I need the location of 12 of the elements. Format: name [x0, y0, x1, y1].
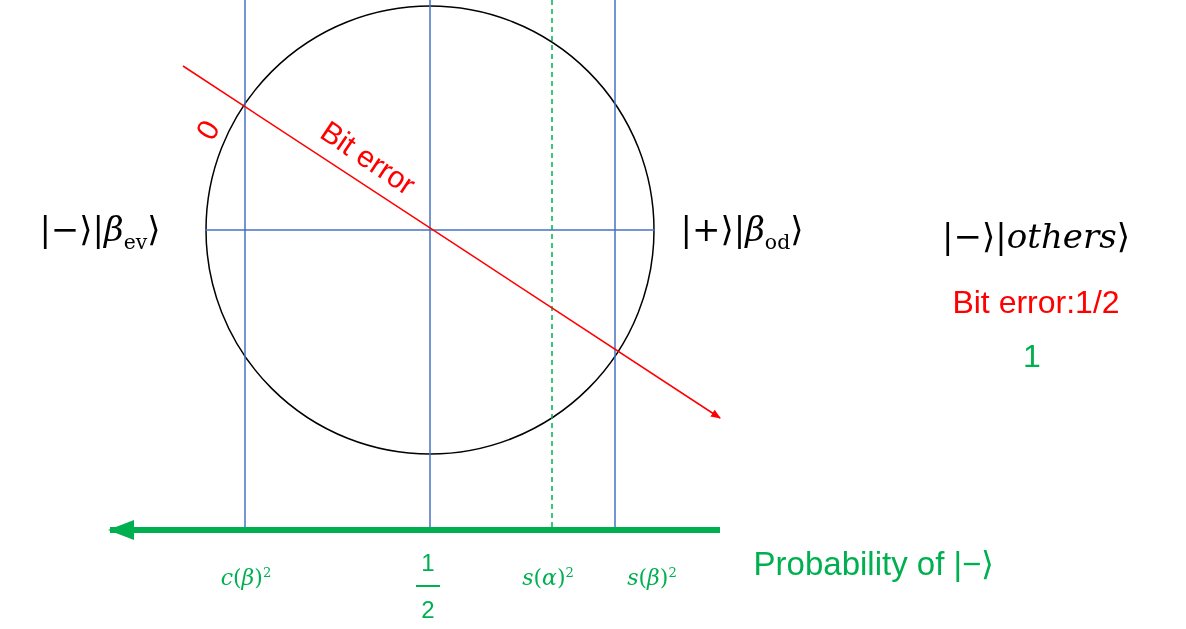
- zero-label: 0: [190, 115, 226, 145]
- state-label: |+⟩|β$_{od}$⟩: [680, 211, 804, 253]
- state-label: |−⟩|β$_{ev}$⟩: [39, 211, 161, 253]
- axis-title: Probability of |−⟩: [753, 546, 995, 580]
- bit-error-label: Bit error: [315, 115, 421, 201]
- tick-label: s(β)$^{2}$: [627, 566, 677, 590]
- fraction-numerator: 1: [421, 551, 435, 575]
- tick-label: s(α)$^{2}$: [522, 566, 574, 590]
- fraction-denominator: 2: [421, 598, 435, 622]
- probability-value: 1: [1023, 340, 1041, 372]
- tick-label: c(β)$^{2}$: [220, 566, 272, 590]
- bit-error-probability: Bit error:1/2: [952, 286, 1120, 318]
